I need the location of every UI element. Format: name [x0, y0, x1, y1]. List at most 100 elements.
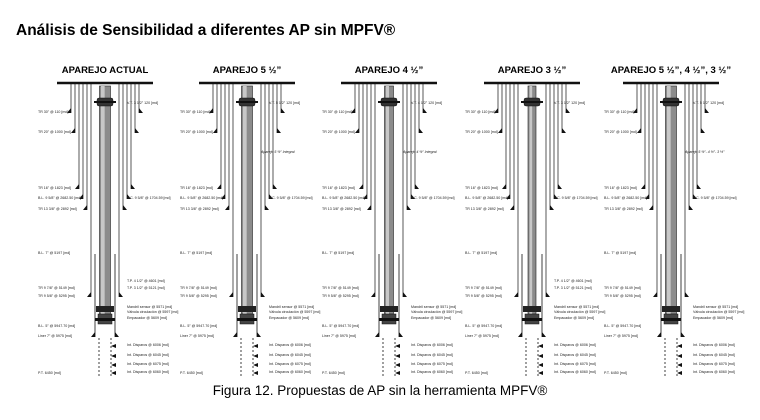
casing-shoe — [127, 194, 131, 199]
left-annotation: P.T. 6450 [md] — [465, 371, 488, 375]
perforation — [253, 344, 258, 348]
casing-shoe — [131, 184, 135, 189]
casing-shoe — [554, 194, 558, 199]
perforation — [111, 354, 116, 358]
left-annotation: TR 9 5/8" @ 5295 [md] — [322, 294, 359, 298]
casing-shoe — [139, 108, 143, 113]
right-annotation: V.C. 9 5/8" @ 1704.59 [md] — [554, 196, 598, 200]
right-annotation: Int. Disparos @ 6075 [md] — [127, 362, 169, 366]
well-panel-4: APAREJO 3 ½” TR 30" @ 110 [md] TR 20" @ 10… — [465, 65, 605, 378]
mandrel-sensor — [380, 306, 398, 312]
packer-seal — [661, 318, 681, 321]
right-annotation: Empacador @ 5609 [md] — [269, 316, 309, 320]
perforation — [395, 344, 400, 348]
tubing-highlight — [243, 86, 247, 314]
left-annotation: B.L. 7" @ 5197 [md] — [465, 251, 497, 255]
right-annotation: Int. Disparos @ 6006 [md] — [411, 343, 453, 347]
left-annotation: B.L. 7" @ 5197 [md] — [322, 251, 354, 255]
well-panel-2: APAREJO 5 ½” TR 30" @ 110 [md] TR 20" @ 10… — [180, 65, 320, 378]
casing-shoe — [399, 332, 403, 337]
casing-shoe — [363, 194, 367, 199]
left-annotation: TR 9 7/8" @ 5149 [md] — [465, 286, 502, 290]
left-annotation: TR 20" @ 1000 [md] — [322, 130, 355, 134]
left-annotation: B.L. 5" @ 5947.70 [md] — [322, 324, 359, 328]
casing-shoe — [637, 128, 641, 133]
left-annotation: TR 9 7/8" @ 5149 [md] — [180, 286, 217, 290]
casing-shoe — [91, 332, 95, 337]
tubing-highlight — [529, 86, 533, 314]
casing-shoe — [213, 128, 217, 133]
casing-shoe — [281, 108, 285, 113]
left-annotation: TR 13 3/8" @ 2892 [md] — [38, 207, 77, 211]
casing-shoe — [701, 128, 705, 133]
right-annotation: V.T. 3 1/2" 120 [md] — [554, 101, 585, 105]
left-annotation: Liner 7" @ 5975 [md] — [465, 334, 499, 338]
casing-shoe — [649, 205, 653, 210]
casing-shoe — [87, 292, 91, 297]
left-annotation: Liner 7" @ 5975 [md] — [604, 334, 638, 338]
packer-seal — [379, 318, 399, 321]
casing-shoe — [375, 332, 379, 337]
casing-shoe — [514, 292, 518, 297]
left-annotation: TR 20" @ 1000 [md] — [180, 130, 213, 134]
casing-shoe — [371, 292, 375, 297]
casing-shoe — [423, 108, 427, 113]
casing-shoe — [261, 292, 265, 297]
left-annotation: TR 16" @ 1823 [md] — [322, 186, 355, 190]
left-annotation: TR 20" @ 1000 [md] — [465, 130, 498, 134]
perforation — [253, 371, 258, 375]
panel-title: APAREJO 5 ½” — [213, 65, 282, 76]
casing-shoe — [562, 128, 566, 133]
casing-shoe — [75, 184, 79, 189]
right-annotation: Válvula circulación @ 5597 [md] — [693, 310, 744, 314]
panel-title: APAREJO 3 ½” — [498, 65, 567, 76]
casing-shoe — [681, 332, 685, 337]
perforation — [538, 354, 543, 358]
left-annotation: TR 9 5/8" @ 5295 [md] — [38, 294, 75, 298]
right-annotation: Int. Disparos @ 6006 [md] — [693, 343, 735, 347]
casing-shoe — [115, 332, 119, 337]
casing-shoe — [657, 332, 661, 337]
mandrel-sensor — [523, 306, 541, 312]
left-annotation: TR 30" @ 110 [md] — [180, 110, 210, 114]
left-annotation: TR 16" @ 1823 [md] — [38, 186, 71, 190]
right-annotation: Int. Disparos @ 6045 [md] — [127, 353, 169, 357]
right-annotation: T.P. 3 1/2" @ 5121 [md] — [127, 286, 165, 290]
panel-title: APAREJO 4 ½” — [355, 65, 424, 76]
panel-title: APAREJO ACTUAL — [62, 65, 149, 76]
left-annotation: B.L. 9 5/8" @ 2682.50 [md] — [38, 196, 81, 200]
left-annotation: P.T. 6450 [md] — [604, 371, 627, 375]
left-annotation: B.L. 5" @ 5947.70 [md] — [38, 324, 75, 328]
left-annotation: Liner 7" @ 5975 [md] — [180, 334, 214, 338]
left-annotation: TR 30" @ 110 [md] — [465, 110, 495, 114]
left-annotation: B.L. 7" @ 5197 [md] — [604, 251, 636, 255]
casing-shoe — [367, 205, 371, 210]
casing-shoe — [510, 205, 514, 210]
right-annotation: Int. Disparos @ 6045 [md] — [269, 353, 311, 357]
left-annotation: TR 20" @ 1000 [md] — [604, 130, 637, 134]
casing-shoe — [221, 194, 225, 199]
left-annotation: B.L. 7" @ 5197 [md] — [38, 251, 70, 255]
right-annotation: Empacador @ 5609 [md] — [693, 316, 733, 320]
casing-shoe — [359, 184, 363, 189]
packer-seal — [522, 318, 542, 321]
left-annotation: TR 9 7/8" @ 5149 [md] — [604, 286, 641, 290]
right-annotation: Válvula circulación @ 5597 [md] — [554, 310, 605, 314]
left-annotation: P.T. 6450 [md] — [38, 371, 61, 375]
casing-shoe — [265, 205, 269, 210]
right-annotation: V.T. 5 1/2" 120 [md] — [269, 101, 300, 105]
safety-valve-collar — [660, 101, 682, 103]
casing-shoe — [546, 292, 550, 297]
right-annotation: Mandril sensor @ 5571 [md] — [693, 305, 738, 309]
right-annotation: V.C. 9 5/8" @ 1704.59 [md] — [269, 196, 313, 200]
right-annotation: Válvula circulación @ 5597 [md] — [411, 310, 462, 314]
casing-shoe — [415, 184, 419, 189]
casing-shoe — [566, 108, 570, 113]
casing-shoe — [71, 128, 75, 133]
left-annotation: TR 20" @ 1000 [md] — [38, 130, 71, 134]
well-panel-5: APAREJO 5 ½”, 4 ½”, 3 ½”TR 30" @ 110 [md… — [604, 65, 744, 378]
right-annotation: V.C. 9 5/8" @ 1704.59 [md] — [693, 196, 737, 200]
right-annotation: Empacador @ 5609 [md] — [411, 316, 451, 320]
left-annotation: P.T. 6450 [md] — [322, 371, 345, 375]
